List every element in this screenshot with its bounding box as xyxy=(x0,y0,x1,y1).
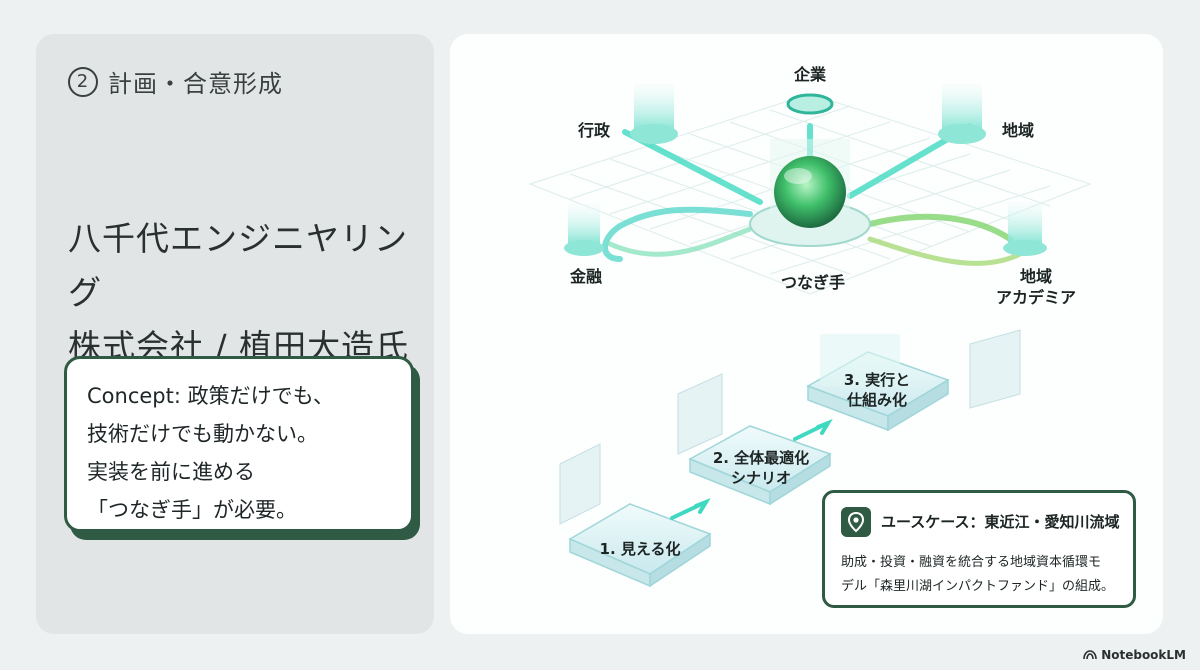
right-panel: 企業 行政 地域 金融 つなぎ手 地域 アカデミア 1. 見える化 2. 全体最… xyxy=(450,34,1163,634)
hub-sphere xyxy=(749,139,871,247)
section-title: 2 計画・合意形成 xyxy=(68,64,283,99)
location-pin-icon xyxy=(841,507,871,537)
step-tiles xyxy=(568,334,950,588)
step-arrows xyxy=(670,418,833,520)
connection-lines xyxy=(602,123,1023,266)
node-label-gyosei: 行政 xyxy=(577,121,610,140)
usecase-title: ユースケース：東近江・愛知川流域 xyxy=(881,513,1120,531)
concept-card: Concept: 政策だけでも、 技術だけでも動かない。 実装を前に進める 「つ… xyxy=(64,356,414,532)
node-label-kigyo: 企業 xyxy=(793,65,826,84)
step-label-3: 3. 実行と 仕組み化 xyxy=(843,371,911,409)
tower-gyosei xyxy=(630,84,678,144)
concept-text: Concept: 政策だけでも、 技術だけでも動かない。 実装を前に進める 「つ… xyxy=(87,384,334,522)
section-number: 2 xyxy=(68,66,98,97)
side-panels xyxy=(559,329,1021,525)
left-panel: 2 計画・合意形成 八千代エンジニヤリング 株式会社 / 植田大造氏 Conce… xyxy=(36,34,434,634)
notebooklm-icon xyxy=(1083,650,1097,660)
node-label-tsunagite: つなぎ手 xyxy=(780,273,845,292)
step-label-1: 1. 見える化 xyxy=(599,540,681,558)
step-label-2: 2. 全体最適化 シナリオ xyxy=(712,449,810,487)
tower-academia xyxy=(1003,202,1047,256)
tower-kigyo xyxy=(786,93,834,115)
node-label-chiiki: 地域 xyxy=(1001,121,1034,140)
usecase-card: ユースケース：東近江・愛知川流域 助成・投資・融資を統合する地域資本循環モ デル… xyxy=(822,490,1136,608)
brand-logo: NotebookLM xyxy=(1083,648,1186,662)
company-name: 八千代エンジニヤリング 株式会社 / 植田大造氏 xyxy=(68,212,434,374)
node-label-academia: 地域 アカデミア xyxy=(995,267,1076,307)
company-line-1: 八千代エンジニヤリング xyxy=(68,219,408,312)
brand-text: NotebookLM xyxy=(1101,648,1186,662)
node-label-kinyu: 金融 xyxy=(569,267,602,286)
tower-kinyu xyxy=(564,204,604,256)
network-diagram xyxy=(528,84,1092,588)
tower-chiiki xyxy=(938,84,986,144)
section-title-text: 計画・合意形成 xyxy=(108,70,283,98)
usecase-body: 助成・投資・融資を統合する地域資本循環モ デル「森里川湖インパクトファンド」の組… xyxy=(841,555,1115,594)
